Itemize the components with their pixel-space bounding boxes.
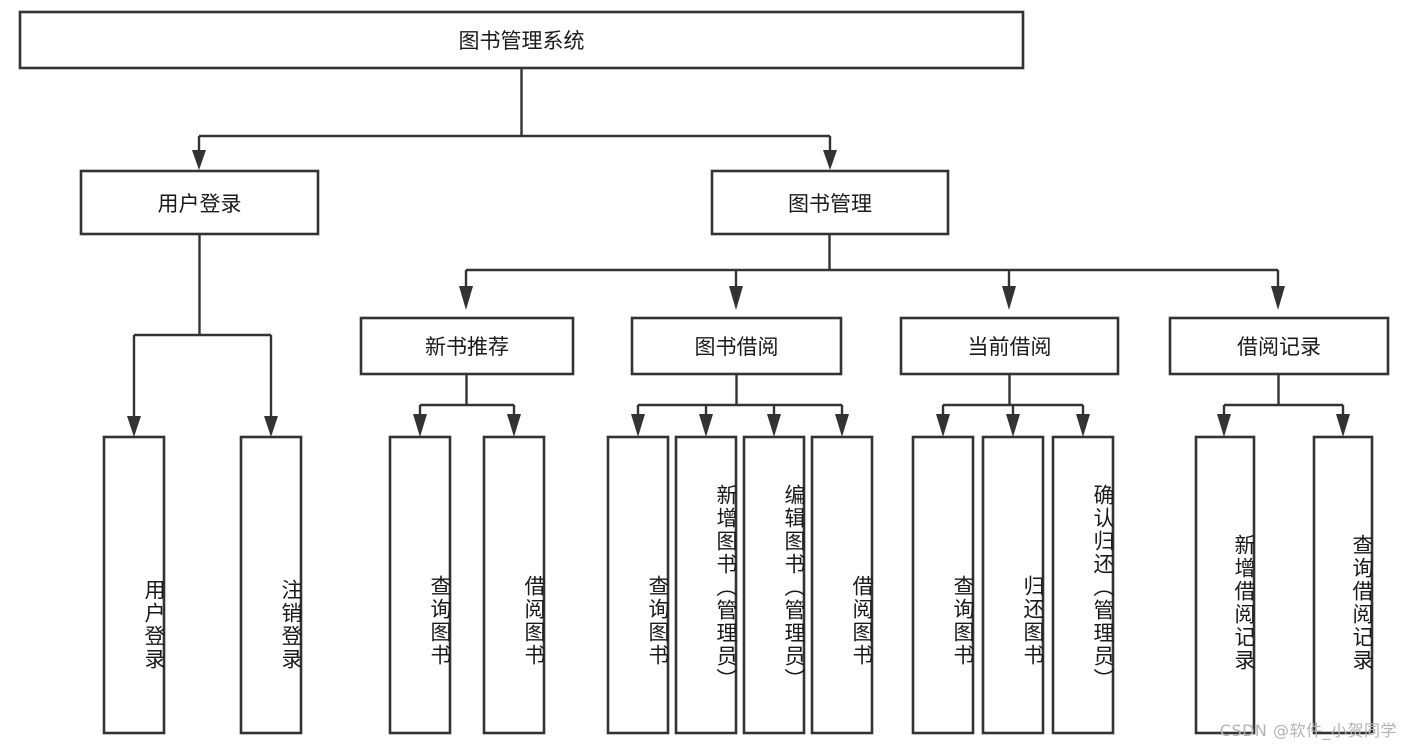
node-label-new-book-rec: 新书推荐 — [425, 335, 509, 359]
arrow-head-leaf-query-book-3 — [936, 414, 950, 437]
node-box-borrow-record[interactable] — [1168, 316, 1390, 376]
arrow-head-leaf-confirm-return — [1076, 414, 1090, 437]
arrow-head-leaf-query-book-1 — [413, 414, 427, 437]
node-label-leaf-user-logout: 注销登录 — [279, 579, 303, 671]
arrow-head-leaf-user-logout — [264, 416, 278, 437]
node-label-root: 图书管理系统 — [458, 29, 585, 53]
node-box-leaf-borrow-book-1[interactable] — [482, 435, 546, 735]
node-label-leaf-add-book: 新增图书（管理员） — [714, 484, 738, 691]
node-label-leaf-query-book-1: 查询图书 — [428, 574, 452, 667]
node-box-root[interactable] — [18, 10, 1025, 70]
node-box-leaf-confirm-return[interactable] — [1051, 435, 1115, 735]
csdn-watermark: CSDN @软件_小贺同学 — [1219, 721, 1397, 740]
node-box-leaf-add-book[interactable] — [674, 435, 738, 735]
node-box-leaf-user-logout[interactable] — [239, 435, 303, 735]
arrow-head-new-book-rec — [459, 286, 473, 310]
arrow-head-user-login — [192, 150, 206, 170]
arrow-head-leaf-user-login — [127, 416, 141, 437]
node-box-leaf-user-login[interactable] — [102, 435, 166, 735]
arrow-head-book-borrow — [729, 286, 743, 310]
node-label-book-manage: 图书管理 — [788, 191, 872, 216]
node-label-leaf-borrow-book-1: 借阅图书 — [522, 574, 546, 667]
arrow-head-leaf-borrow-book-1 — [507, 414, 521, 437]
node-box-leaf-query-record[interactable] — [1312, 435, 1374, 735]
arrow-head-current-borrow — [1002, 286, 1016, 310]
arrow-head-leaf-add-book — [699, 414, 713, 437]
node-label-leaf-confirm-return: 确认归还（管理员） — [1091, 484, 1115, 691]
node-label-leaf-query-record: 查询借阅记录 — [1350, 534, 1374, 672]
arrow-head-leaf-query-record — [1336, 414, 1350, 437]
arrow-head-leaf-edit-book — [767, 414, 781, 437]
arrow-head-book-manage — [823, 150, 837, 170]
node-box-leaf-edit-book[interactable] — [742, 435, 806, 735]
node-label-leaf-add-record: 新增借阅记录 — [1232, 534, 1256, 672]
arrow-head-leaf-borrow-book-2 — [835, 414, 849, 437]
node-box-leaf-borrow-book-2[interactable] — [810, 435, 874, 735]
arrow-head-leaf-return-book — [1006, 414, 1020, 437]
node-label-book-borrow: 图书借阅 — [694, 335, 779, 359]
node-box-leaf-return-book[interactable] — [981, 435, 1045, 735]
node-label-leaf-borrow-book-2: 借阅图书 — [850, 574, 874, 667]
node-label-leaf-query-book-3: 查询图书 — [951, 574, 975, 667]
node-box-new-book-rec[interactable] — [359, 316, 575, 376]
node-box-leaf-query-book-1[interactable] — [388, 435, 452, 735]
node-box-leaf-add-record[interactable] — [1194, 435, 1256, 735]
node-label-leaf-return-book: 归还图书 — [1021, 574, 1045, 667]
node-box-leaf-query-book-3[interactable] — [911, 435, 975, 735]
node-box-current-borrow[interactable] — [899, 316, 1120, 376]
arrow-head-leaf-query-book-2 — [631, 414, 645, 437]
node-label-leaf-edit-book: 编辑图书（管理员） — [782, 484, 806, 691]
arrow-head-leaf-add-record — [1217, 414, 1231, 437]
node-label-leaf-query-book-2: 查询图书 — [646, 574, 670, 667]
node-label-leaf-user-login: 用户登录 — [142, 579, 166, 671]
node-box-leaf-query-book-2[interactable] — [606, 435, 670, 735]
node-label-user-login: 用户登录 — [157, 191, 242, 216]
node-label-borrow-record: 借阅记录 — [1237, 335, 1321, 359]
arrow-head-borrow-record — [1271, 286, 1285, 310]
node-box-user-login[interactable] — [79, 169, 320, 236]
node-box-book-manage[interactable] — [710, 169, 950, 236]
node-label-current-borrow: 当前借阅 — [967, 335, 1052, 359]
